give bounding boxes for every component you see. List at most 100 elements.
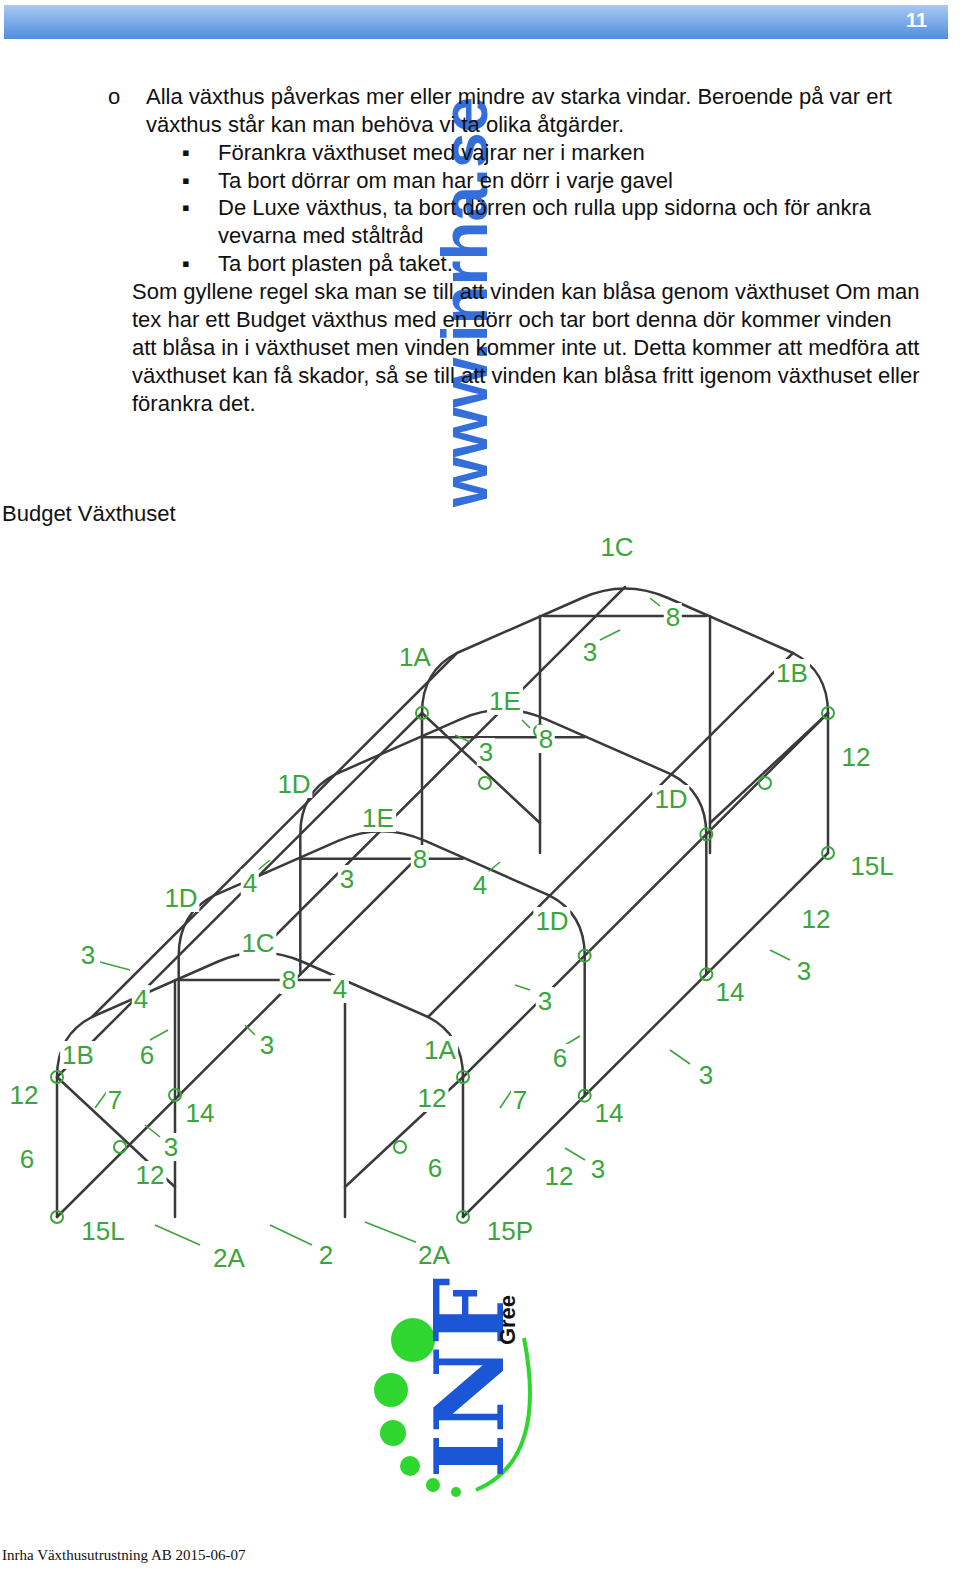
gable-post (709, 616, 712, 853)
body-text: De Luxe växthus, ta bort dörren och rull… (218, 194, 888, 250)
callout-number: 2 (317, 1241, 335, 1269)
callout-number: 6 (18, 1145, 36, 1173)
purlin-tube (57, 713, 422, 1077)
callout-number: 14 (184, 1099, 217, 1127)
callout-number: 1C (598, 533, 635, 561)
purlin-tube (92, 653, 457, 1017)
joint-marker (700, 968, 712, 980)
callout-number: 7 (511, 1086, 529, 1114)
joint-marker (579, 950, 591, 962)
body-text: Ta bort dörrar om man har en dörr i varj… (218, 167, 918, 195)
callout-number: 4 (331, 975, 349, 1003)
callout-number: 4 (241, 869, 259, 897)
callout-number: 1A (422, 1036, 458, 1064)
joint-marker (700, 828, 712, 840)
callout-number: 1B (774, 659, 810, 687)
purlin-tube (57, 853, 422, 1217)
body-text: Som gyllene regel ska man se till att vi… (132, 278, 920, 418)
header-bar (4, 5, 948, 39)
joint-marker (479, 777, 491, 789)
callout-number: 1E (360, 804, 396, 832)
callout-number: 14 (714, 978, 747, 1006)
callout-number: 15L (848, 852, 895, 880)
callout-number: 3 (79, 941, 97, 969)
callout-number: 6 (551, 1044, 569, 1072)
footer-text: Inrha Växthusutrustning AB 2015-06-07 (2, 1547, 245, 1564)
joint-marker (51, 1211, 63, 1223)
leader-line (488, 862, 500, 872)
leader-line (150, 1030, 168, 1040)
purlin-tube (428, 653, 793, 1017)
leader-line (522, 720, 530, 728)
callout-number: 6 (426, 1154, 444, 1182)
callout-number: 3 (477, 738, 495, 766)
callout-number: 1B (60, 1041, 96, 1069)
leader-line (270, 1225, 312, 1245)
callout-number: 3 (258, 1031, 276, 1059)
body-text: Alla växthus påverkas mer eller mindre a… (146, 83, 906, 139)
joint-marker (579, 1090, 591, 1102)
callout-number: 1A (397, 643, 433, 671)
callout-number: 6 (138, 1041, 156, 1069)
callout-number: 12 (134, 1161, 167, 1189)
callout-number: 3 (589, 1155, 607, 1183)
callout-number: 1D (275, 770, 312, 798)
leader-line (670, 1050, 690, 1064)
callout-number: 12 (543, 1162, 576, 1190)
callout-number: 12 (840, 743, 873, 771)
purlin-tube (463, 713, 828, 1077)
body-text: Förankra växthuset med vajrar ner i mark… (218, 139, 918, 167)
leader-line (600, 630, 620, 640)
callout-number: 3 (162, 1133, 180, 1161)
callout-number: 2A (416, 1241, 452, 1269)
purlin-tube (463, 853, 828, 1217)
bullet-marker: ▪ (182, 139, 190, 167)
leader-line (365, 1222, 418, 1243)
leader-line (155, 1225, 200, 1245)
page-number: 11 (906, 9, 927, 32)
callout-number: 1D (533, 907, 570, 935)
joint-marker (759, 777, 771, 789)
callout-number: 15L (79, 1217, 126, 1245)
callout-number: 1C (239, 929, 276, 957)
joint-marker (457, 1211, 469, 1223)
callout-number: 12 (800, 905, 833, 933)
callout-number: 4 (132, 985, 150, 1013)
callout-number: 3 (795, 957, 813, 985)
leader-line (258, 860, 270, 870)
bullet-marker: ▪ (182, 194, 190, 222)
bullet-marker: ▪ (182, 250, 190, 278)
callout-number: 7 (106, 1086, 124, 1114)
joint-marker (169, 1089, 181, 1101)
callout-number: 12 (8, 1081, 41, 1109)
logo-text: Gree (496, 1295, 520, 1345)
gable-post (345, 1077, 463, 1187)
joint-marker (822, 707, 834, 719)
bullet-marker: ▪ (182, 167, 190, 195)
joint-marker (416, 707, 428, 719)
bullet-marker: o (108, 83, 120, 111)
joint-marker (457, 1071, 469, 1083)
callout-number: 4 (471, 871, 489, 899)
leader-line (565, 1148, 585, 1160)
callout-number: 1E (487, 687, 523, 715)
callout-number: 3 (338, 865, 356, 893)
leader-line (650, 598, 660, 606)
section-title: Budget Växthuset (2, 500, 176, 528)
purlin-tube (260, 587, 625, 951)
joint-marker (51, 1071, 63, 1083)
leader-line (515, 985, 530, 990)
callout-number: 8 (411, 845, 429, 873)
callout-number: 3 (581, 638, 599, 666)
callout-number: 12 (416, 1084, 449, 1112)
callout-number: 15P (485, 1217, 535, 1245)
callout-number: 14 (593, 1099, 626, 1127)
gable-post (710, 713, 828, 823)
gable-post (174, 980, 177, 1217)
callout-number: 3 (536, 987, 554, 1015)
arch-tube (422, 589, 828, 854)
callout-number: 8 (537, 725, 555, 753)
joint-marker (114, 1141, 126, 1153)
gable-post (344, 980, 347, 1217)
